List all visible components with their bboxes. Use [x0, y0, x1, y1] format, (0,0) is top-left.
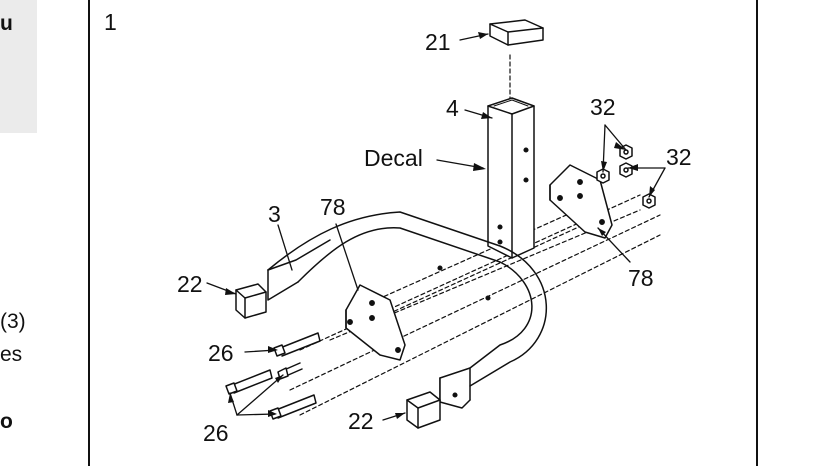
text-fragment-mid2: es	[0, 343, 23, 366]
left-panel: u (3) es o	[0, 0, 90, 459]
part-26-bolts	[225, 332, 321, 420]
text-fragment-mid1: (3)	[0, 310, 26, 333]
label-part-26-bottom: 26	[203, 420, 229, 446]
label-part-32-b: 32	[666, 144, 692, 170]
gray-note-box	[0, 0, 37, 133]
label-part-22-left: 22	[177, 271, 203, 297]
label-part-21: 21	[425, 29, 451, 55]
step-number: 1	[104, 9, 117, 35]
part-4-upright	[487, 97, 535, 259]
label-part-3: 3	[268, 201, 281, 227]
diagram-frame	[88, 0, 758, 466]
label-part-4: 4	[446, 95, 459, 121]
label-decal: Decal	[364, 145, 423, 171]
label-part-78-left: 78	[320, 194, 346, 220]
part-78-left-bracket	[345, 284, 406, 361]
arrowheads	[225, 32, 655, 419]
label-part-78-right: 78	[628, 265, 654, 291]
part-22-cap-left	[235, 283, 267, 319]
part-21-cap	[489, 19, 544, 46]
text-fragment-top: u	[0, 12, 13, 35]
part-3-base-frame	[267, 211, 547, 409]
label-part-32-a: 32	[590, 94, 616, 120]
label-part-26-top: 26	[208, 340, 234, 366]
text-fragment-bottom: o	[0, 410, 13, 433]
part-78-right-bracket	[549, 164, 613, 239]
part-22-cap-bottom	[406, 391, 441, 429]
label-part-22-bottom: 22	[348, 408, 374, 434]
